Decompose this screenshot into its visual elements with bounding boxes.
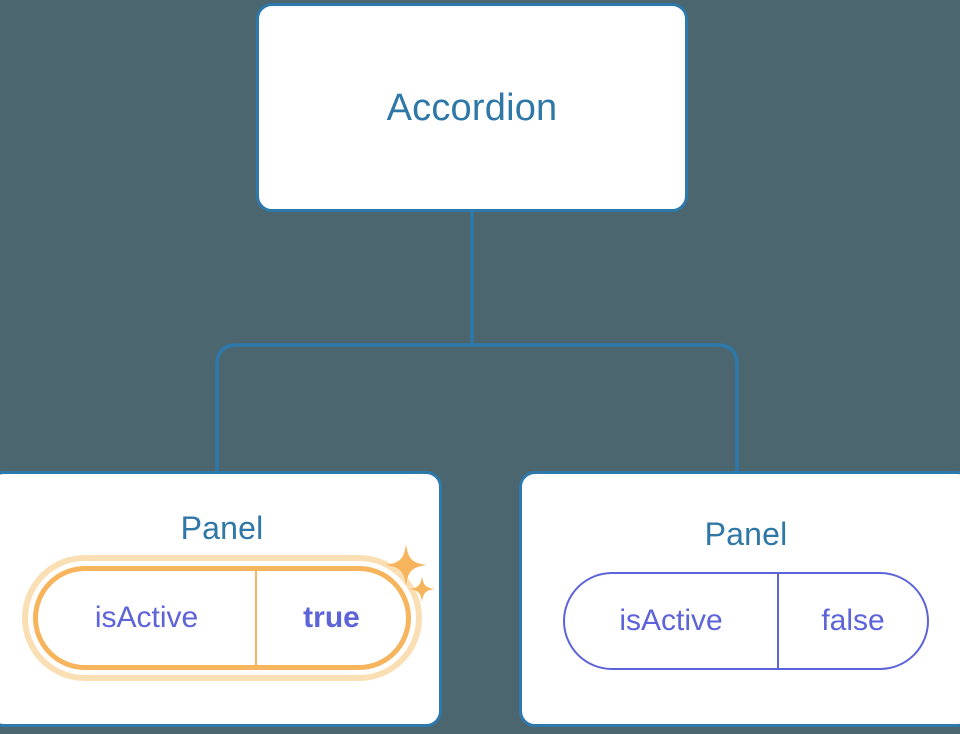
prop-pill-isactive-false[interactable]: isActive false bbox=[563, 572, 929, 670]
sparkle-icon-large bbox=[385, 544, 427, 586]
prop-key-label: isActive bbox=[565, 574, 779, 668]
prop-pill-isactive-true[interactable]: isActive true bbox=[33, 566, 411, 670]
node-panel-inactive[interactable]: Panel isActive false bbox=[519, 471, 960, 727]
prop-value-label: false bbox=[821, 604, 885, 637]
node-accordion[interactable]: Accordion bbox=[256, 3, 688, 212]
node-panel-active[interactable]: Panel isActive true bbox=[0, 471, 442, 727]
node-accordion-title: Accordion bbox=[386, 86, 558, 129]
node-panel-inactive-title: Panel bbox=[704, 516, 788, 552]
node-panel-active-title: Panel bbox=[180, 510, 264, 546]
sparkle-icon-small bbox=[409, 576, 435, 602]
connector-branch-left bbox=[215, 343, 472, 471]
prop-key-label: isActive bbox=[38, 571, 257, 665]
prop-pill-glow bbox=[22, 555, 422, 681]
connector-branch-right bbox=[472, 343, 739, 471]
prop-pill-active-wrapper: isActive true bbox=[22, 555, 422, 681]
prop-pill-inactive-wrapper: isActive false bbox=[563, 572, 929, 670]
prop-value-label: true bbox=[303, 601, 360, 634]
